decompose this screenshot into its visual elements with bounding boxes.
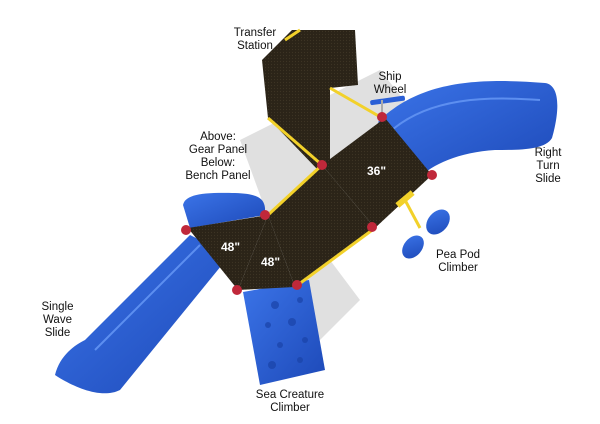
single-wave-slide: [55, 235, 230, 394]
label-ship-wheel: Ship Wheel: [373, 71, 407, 96]
post-caps: [181, 112, 437, 295]
label-single-wave-slide: Single Wave Slide: [41, 301, 74, 339]
label-sea-creature-climber: Sea Creature Climber: [255, 389, 325, 414]
deck-height-48-right: 48": [261, 255, 281, 269]
deck-48-left: [188, 215, 268, 290]
deck-48-right: [238, 215, 295, 290]
label-transfer-station: Transfer Station: [233, 27, 277, 52]
deck-height-36: 36": [367, 164, 387, 178]
bench-panel: [183, 192, 266, 228]
right-turn-slide: [378, 81, 558, 178]
label-right-turn-slide: Right Turn Slide: [534, 147, 562, 185]
deck-connector: [268, 165, 375, 287]
sea-creature-climber: [243, 280, 325, 385]
pea-pod-climber: [395, 190, 450, 259]
label-gear-bench-panel: Above: Gear Panel Below: Bench Panel: [185, 131, 251, 182]
decks: [188, 30, 432, 290]
trims: [266, 28, 383, 289]
deck-height-48-left: 48": [221, 240, 241, 254]
label-pea-pod-climber: Pea Pod Climber: [435, 249, 481, 274]
